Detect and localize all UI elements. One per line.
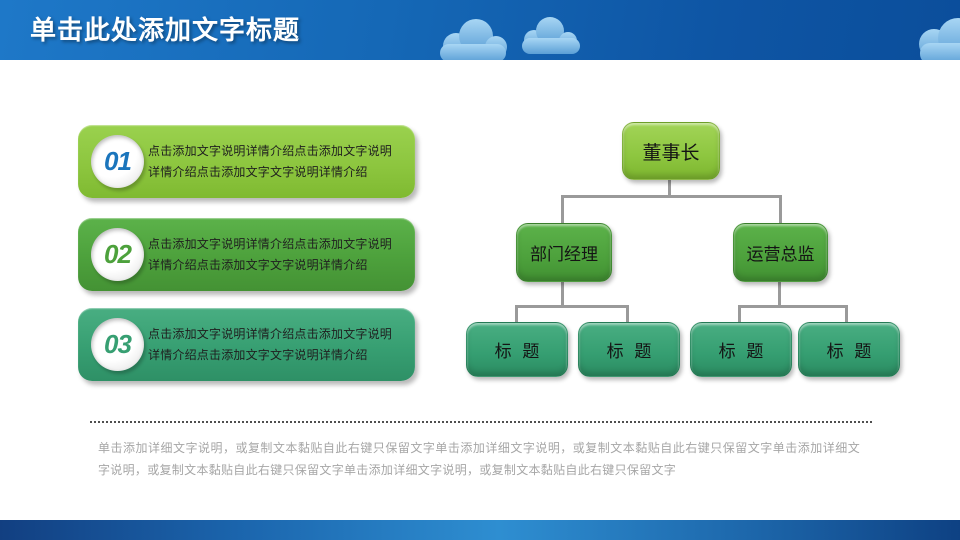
detail-note[interactable]: 单击添加详细文字说明，或复制文本黏贴自此右键只保留文字单击添加详细文字说明，或复… (98, 441, 860, 477)
cloud-corner-icon (919, 18, 960, 60)
list-item-text: 点击添加文字说明详情介绍点击添加文字说明详情介绍点击添加文字文字说明详情介绍 (148, 237, 393, 272)
list-item-02[interactable]: 02 点击添加文字说明详情介绍点击添加文字说明详情介绍点击添加文字文字说明详情介… (78, 218, 415, 291)
org-node-title-3[interactable]: 标 题 (690, 322, 792, 377)
number-badge-03: 03 (91, 318, 144, 371)
connector-line (515, 305, 629, 308)
connector-line (845, 305, 848, 323)
org-node-title-2[interactable]: 标 题 (578, 322, 680, 377)
org-node-title-4[interactable]: 标 题 (798, 322, 900, 377)
connector-line (668, 177, 671, 198)
connector-line (515, 305, 518, 323)
list-item-text: 点击添加文字说明详情介绍点击添加文字说明详情介绍点击添加文字文字说明详情介绍 (148, 144, 393, 179)
org-node-chairman[interactable]: 董事长 (622, 122, 720, 180)
org-node-dept-manager[interactable]: 部门经理 (516, 223, 612, 282)
connector-line (738, 305, 848, 308)
connector-line (778, 279, 781, 307)
header-bar: 单击此处添加文字标题 (0, 0, 960, 60)
connector-line (738, 305, 741, 323)
number-badge-02: 02 (91, 228, 144, 281)
badge-number: 02 (104, 239, 132, 269)
list-item-03[interactable]: 03 点击添加文字说明详情介绍点击添加文字说明详情介绍点击添加文字文字说明详情介… (78, 308, 415, 381)
slide-title[interactable]: 单击此处添加文字标题 (30, 15, 301, 45)
connector-line (779, 195, 782, 224)
connector-line (561, 195, 564, 224)
clouds-icon (440, 17, 580, 60)
footer-bar (0, 520, 960, 540)
badge-number: 03 (104, 329, 132, 359)
org-node-ops-director[interactable]: 运营总监 (733, 223, 828, 282)
list-item-01[interactable]: 01 点击添加文字说明详情介绍点击添加文字说明详情介绍点击添加文字文字说明详情介… (78, 125, 415, 198)
list-item-text: 点击添加文字说明详情介绍点击添加文字说明详情介绍点击添加文字文字说明详情介绍 (148, 327, 393, 362)
badge-number: 01 (104, 146, 132, 176)
number-badge-01: 01 (91, 135, 144, 188)
org-node-title-1[interactable]: 标 题 (466, 322, 568, 377)
dotted-divider (90, 421, 872, 423)
connector-line (561, 195, 782, 198)
connector-line (561, 279, 564, 307)
connector-line (626, 305, 629, 323)
